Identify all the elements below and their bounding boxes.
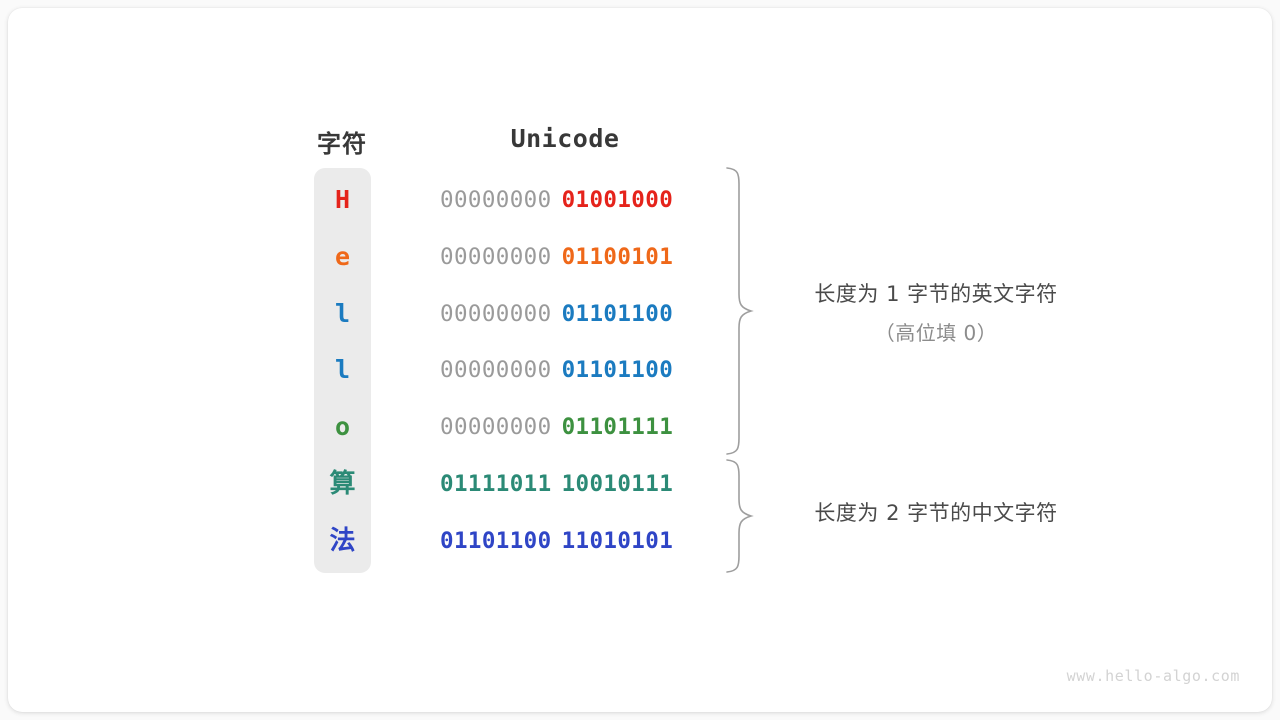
- character-cell: 法: [329, 525, 356, 556]
- annotation-single-byte: 长度为 1 字节的英文字符 （高位填 0）: [814, 278, 1057, 346]
- high-byte: 00000000: [440, 414, 552, 441]
- low-byte: 01101100: [561, 357, 674, 384]
- low-byte: 01101100: [561, 300, 674, 327]
- annotation-single-byte-sub: （高位填 0）: [874, 321, 998, 345]
- brace-double-byte-group: [726, 459, 754, 573]
- unicode-binary-row: 00000000 01101100: [440, 302, 673, 326]
- high-byte: 00000000: [440, 187, 552, 213]
- high-byte: 00000000: [440, 357, 552, 384]
- low-byte: 10010111: [561, 471, 674, 497]
- unicode-binary-row: 00000000 01100101: [440, 245, 673, 269]
- low-byte: 01101111: [561, 414, 674, 441]
- low-byte: 01001000: [561, 187, 674, 213]
- annotation-double-byte: 长度为 2 字节的中文字符: [814, 497, 1057, 527]
- column-header-character: 字符: [317, 130, 367, 158]
- character-cell: H: [334, 185, 351, 214]
- high-byte: 01111011: [440, 471, 552, 497]
- character-cell: l: [334, 355, 351, 385]
- high-byte: 01101100: [440, 527, 552, 554]
- unicode-binary-row: 01101100 11010101: [440, 529, 673, 553]
- annotation-single-byte-main: 长度为 1 字节的英文字符: [814, 282, 1058, 306]
- unicode-binary-row: 00000000 01101111: [440, 415, 673, 439]
- unicode-binary-row: 00000000 01101100: [440, 358, 673, 382]
- annotation-double-byte-main: 长度为 2 字节的中文字符: [814, 501, 1058, 525]
- unicode-binary-row: 01111011 10010111: [440, 472, 673, 496]
- low-byte: 11010101: [561, 527, 674, 554]
- character-cell: e: [334, 241, 351, 271]
- character-cell: o: [334, 412, 351, 442]
- watermark: www.hello-algo.com: [1066, 667, 1240, 685]
- brace-single-byte-group: [726, 167, 754, 455]
- column-header-unicode: Unicode: [510, 124, 620, 153]
- character-cell: l: [334, 298, 351, 328]
- high-byte: 00000000: [440, 300, 552, 327]
- unicode-binary-row: 00000000 01001000: [440, 188, 673, 212]
- character-cell: 算: [329, 469, 356, 499]
- high-byte: 00000000: [440, 243, 552, 270]
- low-byte: 01100101: [561, 243, 674, 270]
